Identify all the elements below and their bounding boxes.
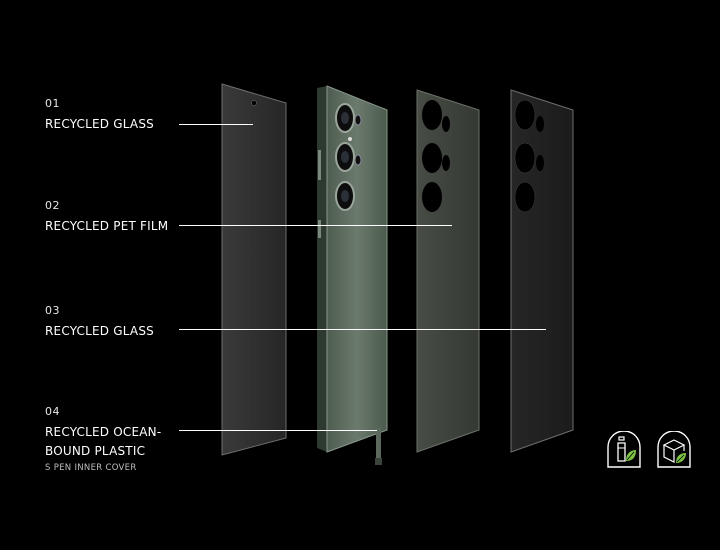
phone-body	[317, 85, 388, 465]
s-pen	[375, 428, 382, 465]
label-title: RECYCLED OCEAN- BOUND PLASTIC	[45, 423, 161, 461]
camera-module	[335, 103, 362, 211]
label-title-line1: RECYCLED OCEAN-	[45, 425, 162, 439]
leader-line-04	[179, 430, 377, 431]
label-number: 04	[45, 405, 60, 418]
pet-film-panel	[416, 89, 480, 453]
label-03: 03 RECYCLED GLASS	[45, 304, 154, 341]
label-subtitle: S PEN INNER COVER	[45, 463, 137, 473]
label-01: 01 RECYCLED GLASS	[45, 97, 154, 134]
front-glass-panel	[221, 83, 287, 456]
label-title: RECYCLED PET FILM	[45, 219, 169, 233]
back-glass-panel	[510, 89, 574, 453]
label-title: RECYCLED GLASS	[45, 324, 154, 338]
label-number: 02	[45, 199, 60, 212]
label-title-line2: BOUND PLASTIC	[45, 444, 146, 458]
label-02: 02 RECYCLED PET FILM	[45, 199, 168, 236]
eco-package-icon	[657, 431, 691, 468]
label-number: 01	[45, 97, 60, 110]
recycled-bottle-icon	[607, 431, 641, 468]
label-number: 03	[45, 304, 60, 317]
label-04: 04 RECYCLED OCEAN- BOUND PLASTIC S PEN I…	[45, 405, 161, 473]
leader-line-03	[179, 329, 546, 330]
leader-line-02	[179, 225, 452, 226]
leader-line-01	[179, 124, 253, 125]
camera-hole	[251, 100, 257, 106]
label-title: RECYCLED GLASS	[45, 117, 154, 131]
